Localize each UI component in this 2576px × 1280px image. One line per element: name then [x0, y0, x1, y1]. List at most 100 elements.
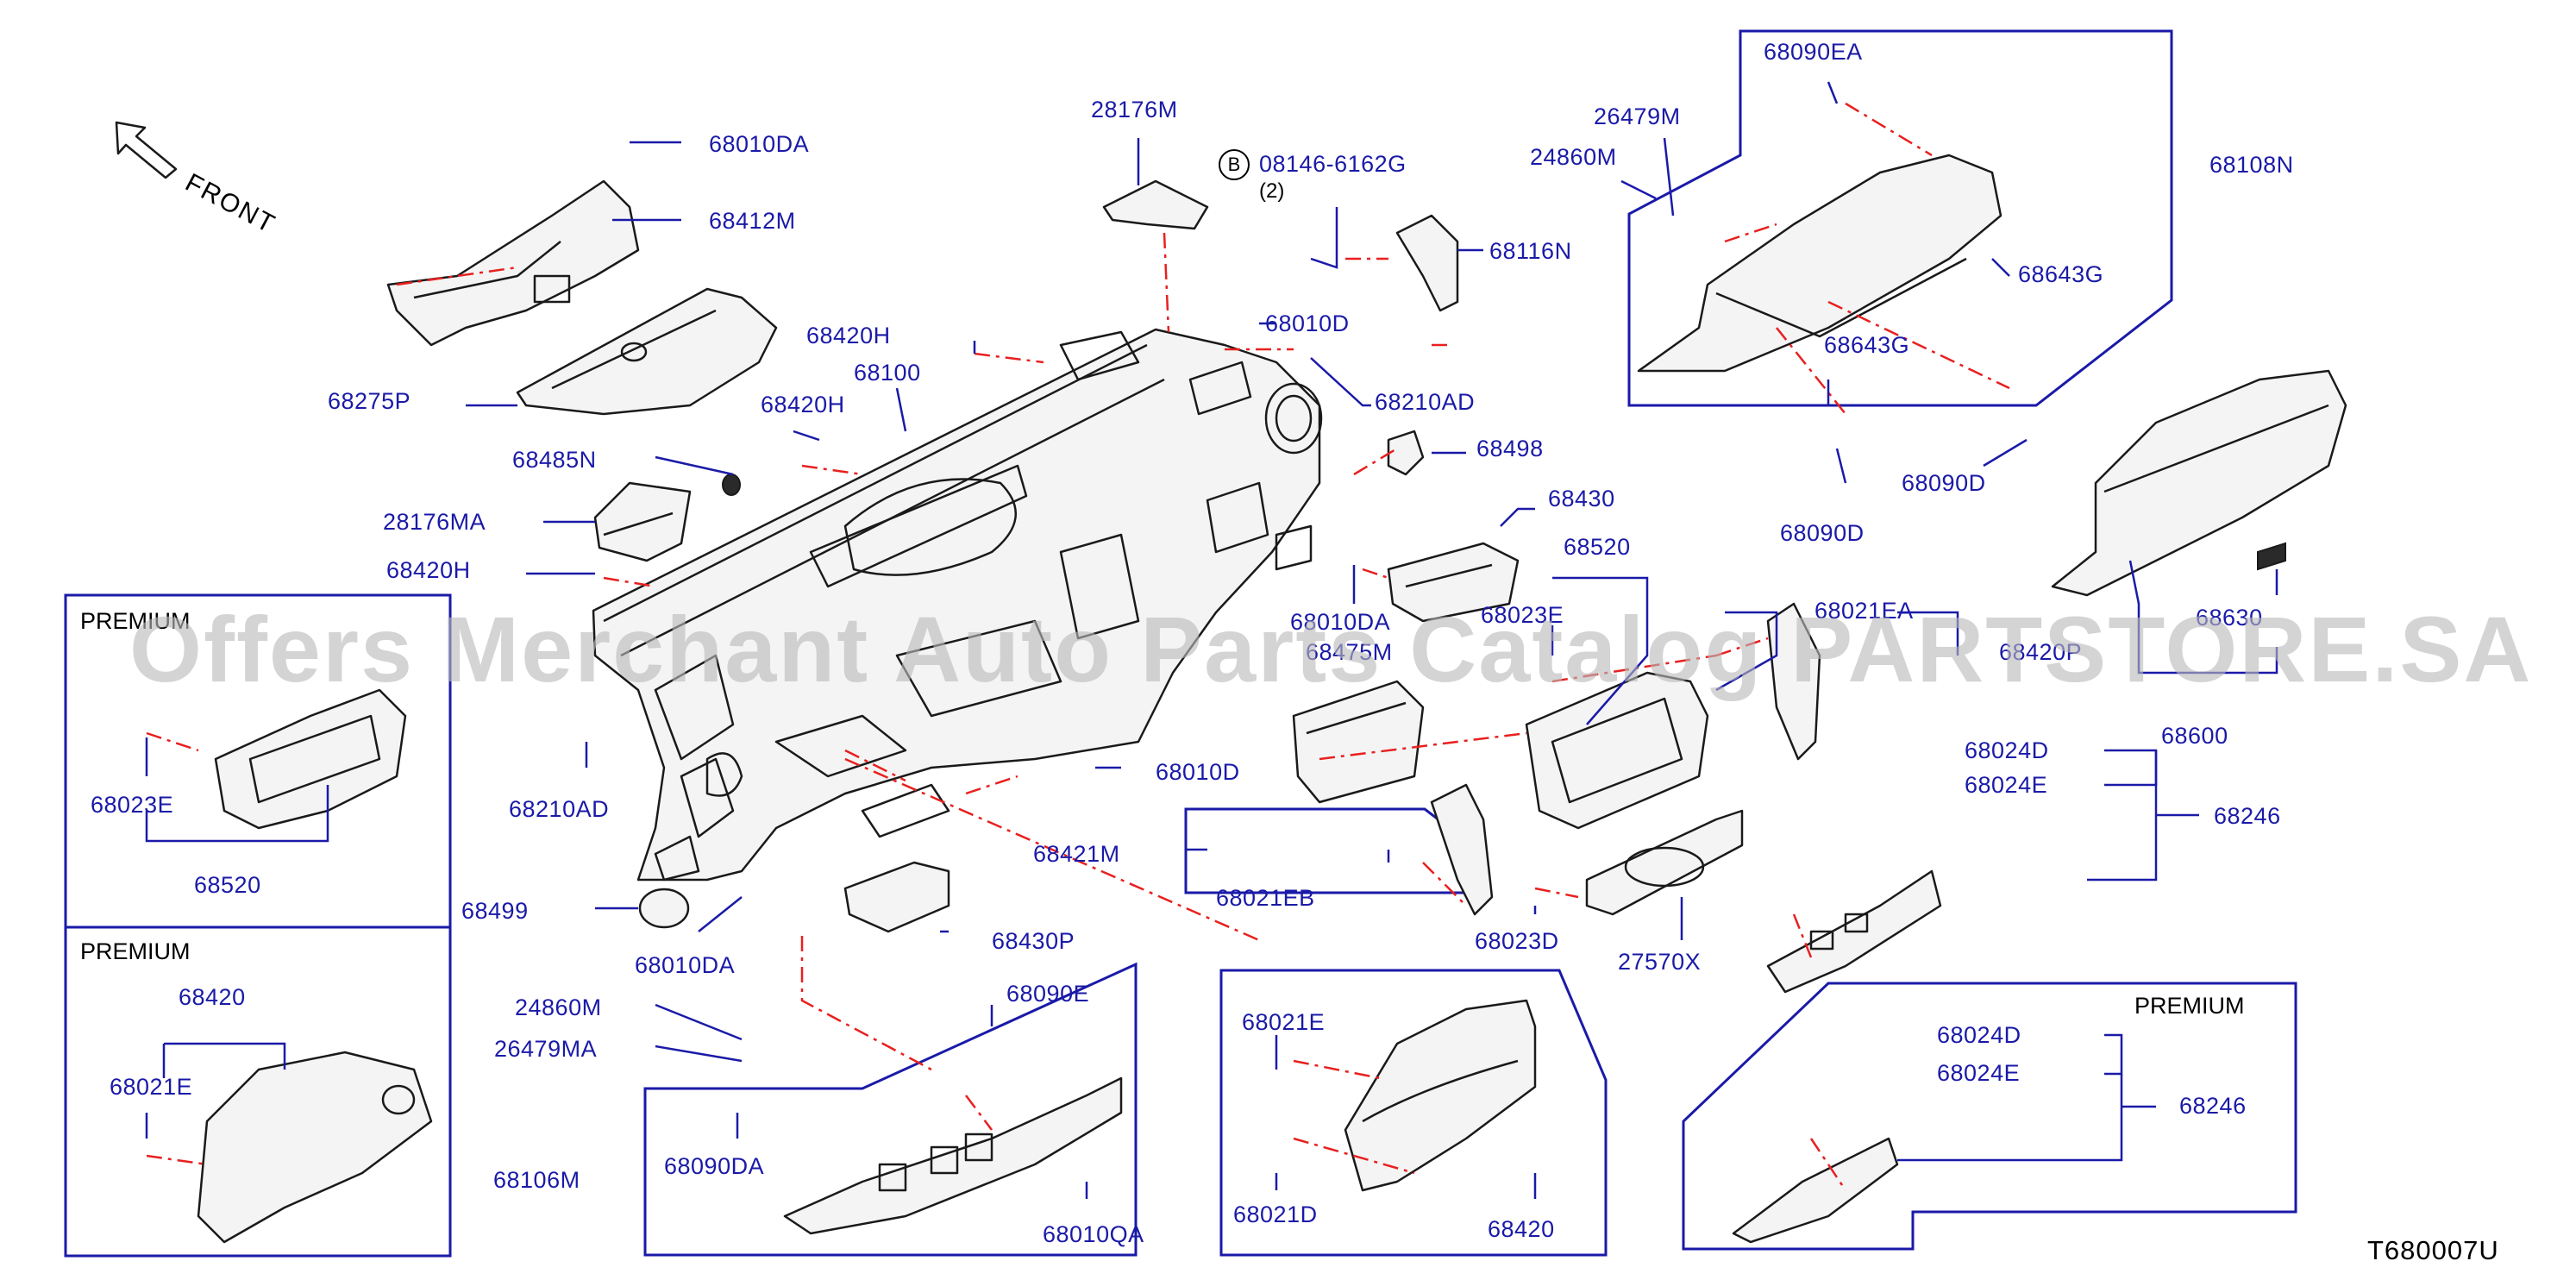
dashboard-panel-68100	[592, 328, 1323, 882]
label-24860m-low[interactable]: 24860M	[515, 995, 602, 1020]
leader-lines	[145, 81, 2278, 1199]
label-68246-1[interactable]: 68246	[2214, 803, 2281, 829]
label-68010da-low[interactable]: 68010DA	[635, 952, 736, 978]
label-68499[interactable]: 68499	[461, 898, 529, 924]
front-arrow-icon	[115, 121, 178, 179]
label-68023e-mid[interactable]: 68023E	[1481, 602, 1564, 628]
label-68630[interactable]: 68630	[2196, 605, 2263, 631]
label-68420p[interactable]: 68420P	[1999, 639, 2083, 665]
label-68106m[interactable]: 68106M	[493, 1167, 580, 1193]
assembly-lines	[146, 102, 2010, 1191]
climate-panel-27570x	[1585, 809, 1744, 916]
label-68024d-1[interactable]: 68024D	[1965, 737, 2049, 763]
label-68010d-top[interactable]: 68010D	[1265, 311, 1350, 336]
box-title-premium-2: PREMIUM	[80, 938, 191, 964]
switch-panel-68246	[1766, 869, 1942, 994]
label-68420-box[interactable]: 68420	[179, 984, 246, 1010]
label-68090e[interactable]: 68090E	[1006, 981, 1090, 1007]
label-68420h-3[interactable]: 68420H	[386, 557, 471, 583]
box-68420	[1219, 969, 1608, 1257]
label-68275p[interactable]: 68275P	[328, 388, 411, 414]
cover-68275p	[516, 287, 778, 416]
label-68021e-box[interactable]: 68021E	[110, 1074, 193, 1100]
label-68643g-1[interactable]: 68643G	[2018, 261, 2104, 287]
label-68024e-2[interactable]: 68024E	[1937, 1060, 2021, 1086]
label-68090da[interactable]: 68090DA	[664, 1153, 765, 1179]
label-68010da-mid[interactable]: 68010DA	[1290, 609, 1391, 635]
label-68430[interactable]: 68430	[1548, 486, 1615, 511]
label-26479ma[interactable]: 26479MA	[494, 1036, 598, 1062]
premium-cover-68420	[197, 1051, 433, 1244]
vent-68498	[1387, 430, 1425, 476]
label-68116n[interactable]: 68116N	[1489, 238, 1572, 264]
switch-panel-68246-premium	[1732, 1137, 1899, 1244]
label-68643g-2[interactable]: 68643G	[1824, 332, 1910, 358]
trim-68420p	[1766, 602, 1821, 761]
label-68498[interactable]: 68498	[1476, 436, 1544, 461]
premium-bezel-68520	[214, 688, 407, 830]
label-68021eb[interactable]: 68021EB	[1216, 885, 1315, 911]
label-28176ma[interactable]: 28176MA	[383, 509, 486, 535]
label-68024e-1[interactable]: 68024E	[1965, 772, 2048, 798]
bracket-68116n	[1395, 214, 1459, 312]
label-68024d-2[interactable]: 68024D	[1937, 1022, 2021, 1048]
label-68412m[interactable]: 68412M	[709, 208, 796, 234]
label-68520-main[interactable]: 68520	[1564, 534, 1631, 560]
label-27570x[interactable]: 27570X	[1618, 949, 1702, 975]
module-28176ma	[593, 481, 692, 562]
latch-68630	[2257, 542, 2286, 571]
label-68090d-1[interactable]: 68090D	[1902, 470, 1986, 496]
label-68100[interactable]: 68100	[854, 360, 921, 386]
label-68023e-box[interactable]: 68023E	[91, 792, 174, 818]
box-title-premium-1: PREMIUM	[80, 608, 191, 634]
bolt-qty: (2)	[1259, 179, 1285, 203]
diagram-code: T680007U	[2367, 1235, 2499, 1265]
display-68475m	[1292, 680, 1425, 804]
label-68475m[interactable]: 68475M	[1306, 639, 1393, 665]
label-68421m[interactable]: 68421M	[1033, 841, 1120, 867]
label-68108n[interactable]: 68108N	[2209, 152, 2294, 178]
clip-68485n	[722, 474, 741, 496]
glovebox-68600	[2051, 369, 2347, 597]
label-68010da-top[interactable]: 68010DA	[709, 131, 810, 157]
audio-unit-68430	[1387, 542, 1520, 623]
label-68090ea[interactable]: 68090EA	[1764, 39, 1863, 65]
label-68485n[interactable]: 68485N	[512, 447, 597, 473]
premium-box-left	[64, 593, 452, 1258]
label-26479m[interactable]: 26479M	[1594, 104, 1681, 129]
label-68021d[interactable]: 68021D	[1233, 1202, 1318, 1227]
label-68210ad-left[interactable]: 68210AD	[509, 796, 610, 822]
sensor-28176m	[1102, 179, 1209, 230]
label-68210ad-top[interactable]: 68210AD	[1375, 389, 1476, 415]
label-68520-box[interactable]: 68520	[194, 872, 261, 898]
label-68420h-1[interactable]: 68420H	[806, 323, 891, 348]
label-68420-low[interactable]: 68420	[1488, 1216, 1555, 1242]
label-68430p[interactable]: 68430P	[992, 928, 1075, 954]
bolt-marker-icon: B	[1219, 149, 1250, 180]
glovebox-frame-68108n	[1637, 154, 2003, 373]
cluster-lid-68412m	[386, 179, 640, 347]
label-08146-6162g[interactable]: 08146-6162G	[1259, 151, 1407, 177]
label-68090d-2[interactable]: 68090D	[1780, 520, 1865, 546]
label-68246-2[interactable]: 68246	[2179, 1093, 2247, 1119]
trim-68421m	[1430, 783, 1494, 916]
box-68106m	[643, 962, 1138, 1257]
box-68246-premium	[1682, 982, 2297, 1251]
lower-trim-68106m	[783, 1076, 1123, 1235]
screen-bezel-68520	[1525, 671, 1709, 830]
box-title-premium-3: PREMIUM	[2134, 993, 2245, 1019]
knob-68499	[638, 888, 690, 929]
label-68420h-2[interactable]: 68420H	[761, 392, 845, 417]
lower-cover-68420	[1344, 999, 1537, 1192]
label-68021e-low[interactable]: 68021E	[1242, 1009, 1326, 1035]
label-68010qa[interactable]: 68010QA	[1043, 1221, 1144, 1247]
audio-unit-68430p	[843, 861, 950, 933]
label-68021ea[interactable]: 68021EA	[1814, 598, 1914, 624]
label-28176m[interactable]: 28176M	[1091, 97, 1178, 122]
label-68023d[interactable]: 68023D	[1475, 928, 1559, 954]
label-68010d-mid[interactable]: 68010D	[1156, 759, 1240, 785]
label-68600[interactable]: 68600	[2161, 723, 2228, 749]
box-68108n	[1627, 29, 2173, 407]
label-24860m-top[interactable]: 24860M	[1530, 144, 1617, 170]
